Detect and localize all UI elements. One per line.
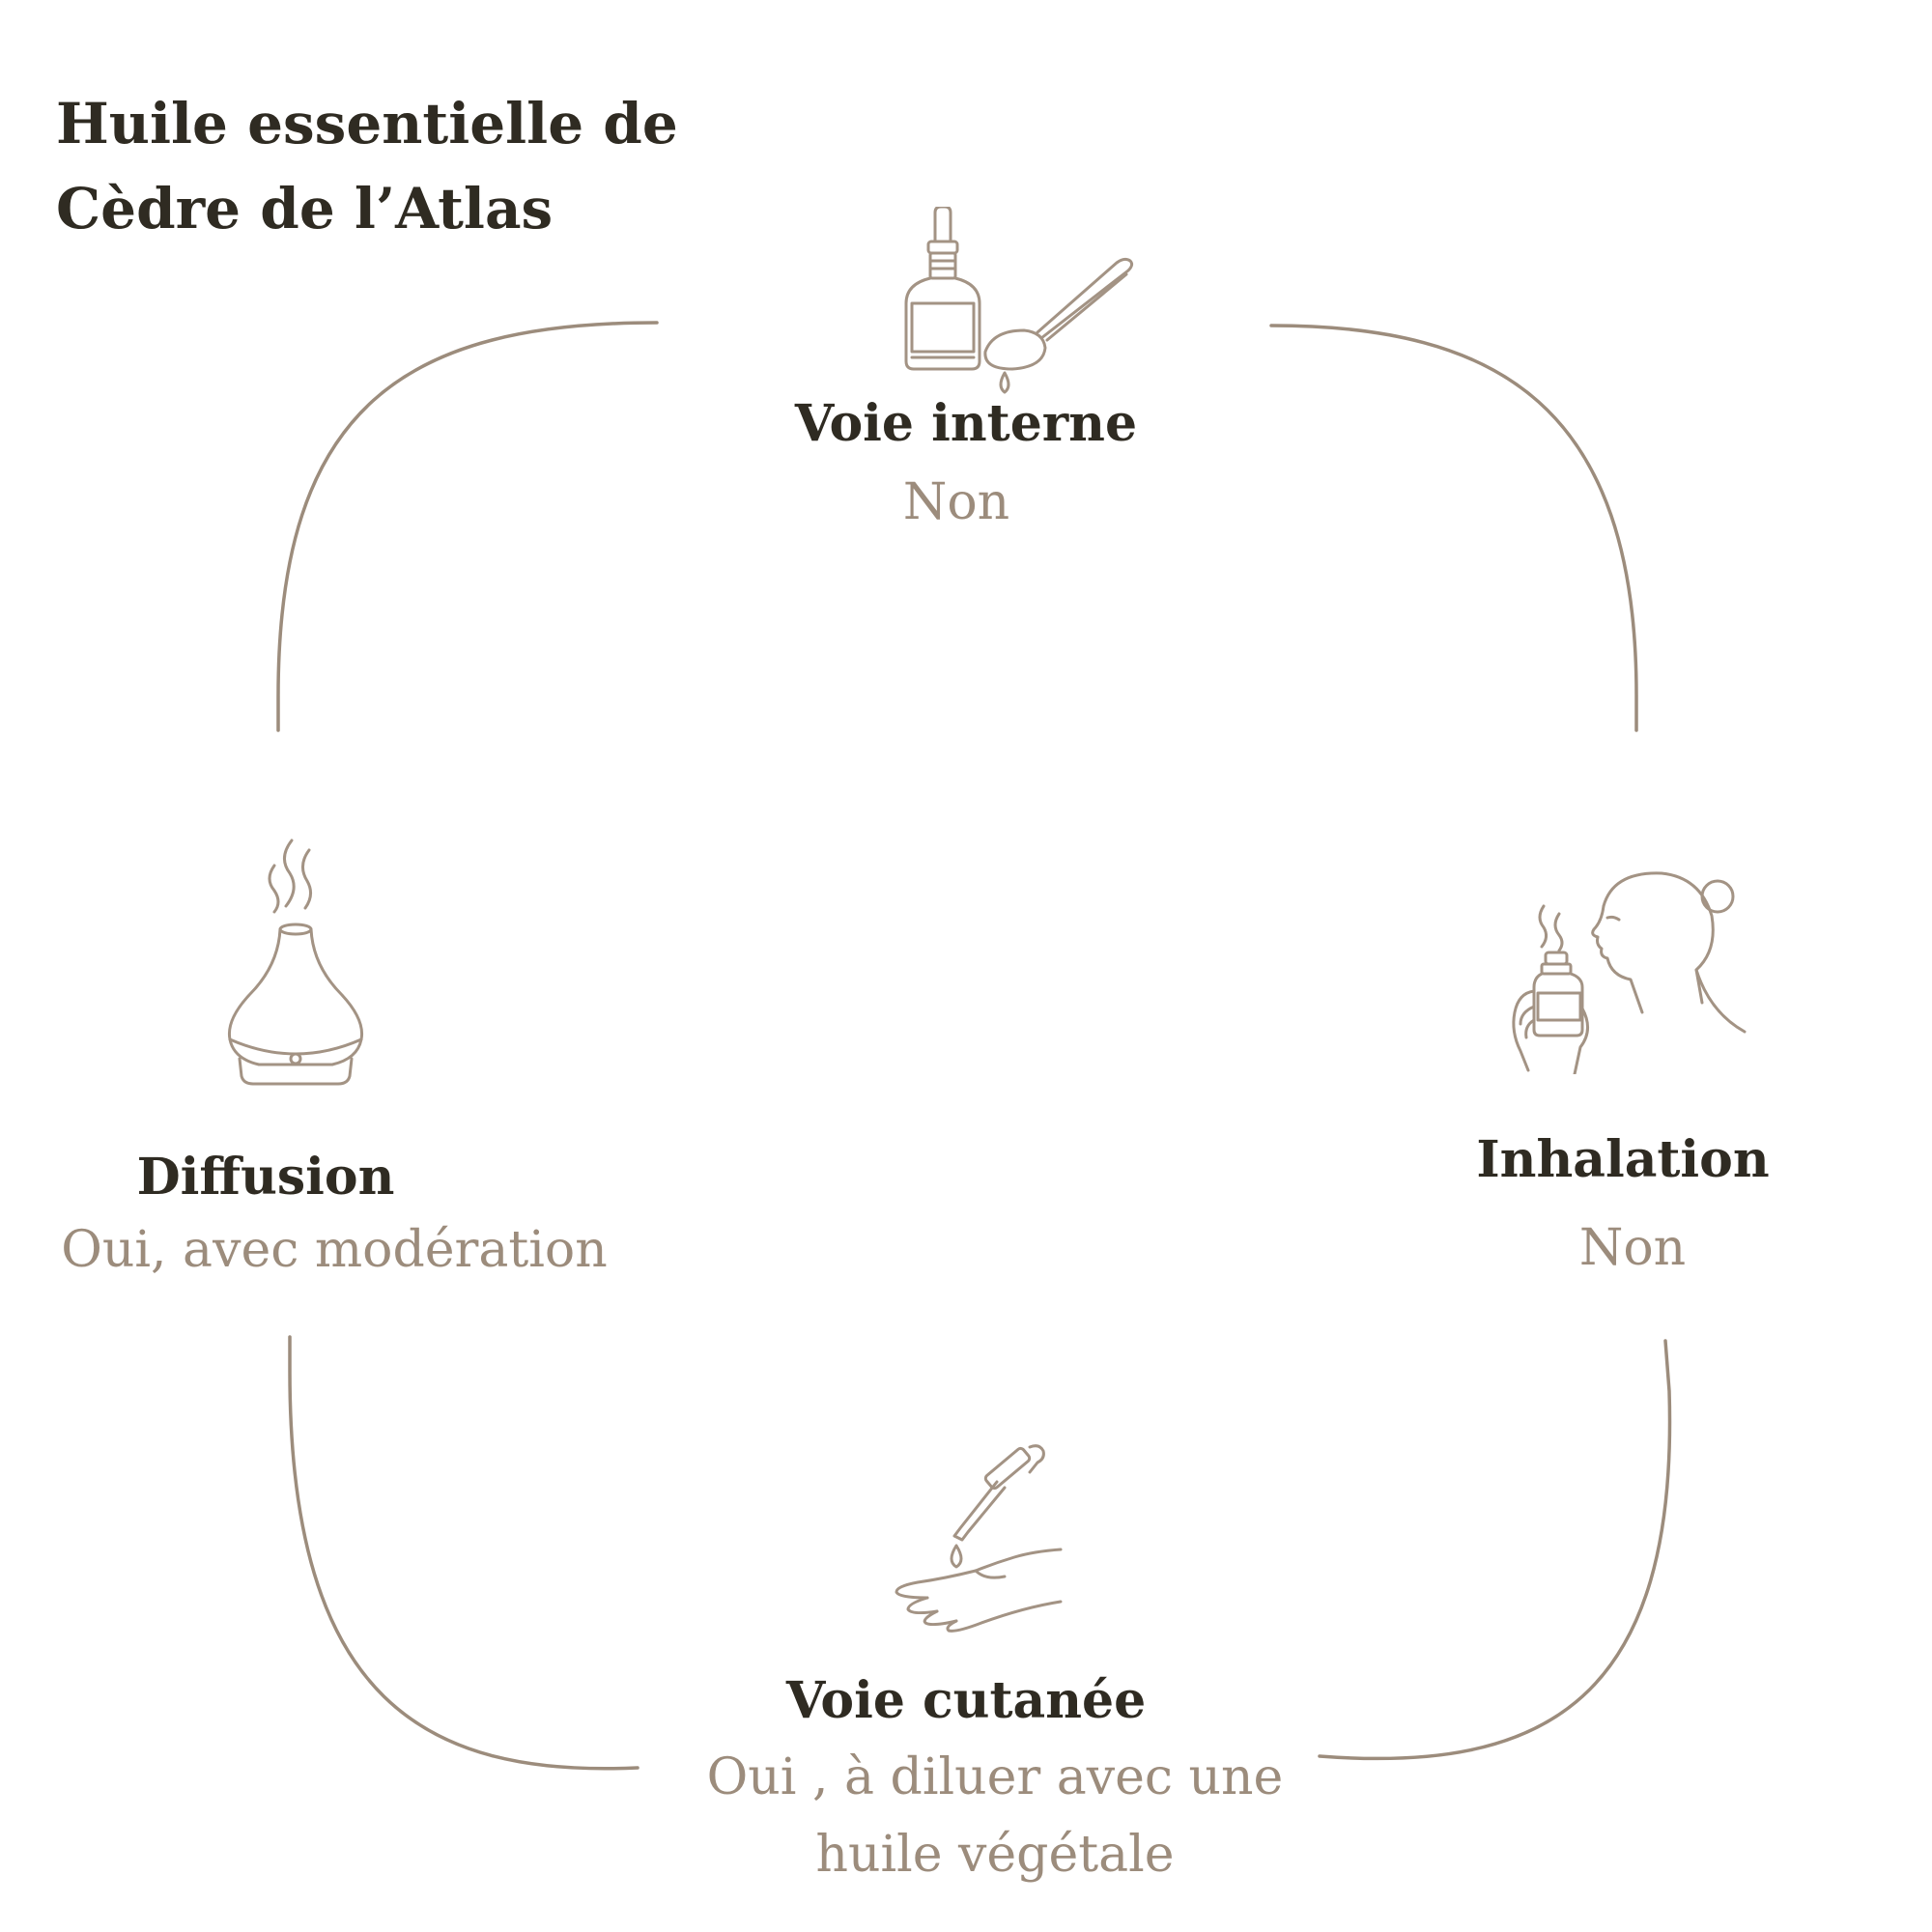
- inhalation-label: Inhalation: [1476, 1130, 1770, 1189]
- arc-top-right: [1269, 324, 1638, 732]
- diffuser-icon: [227, 838, 364, 1086]
- inhalation-value: Non: [1578, 1219, 1687, 1277]
- internal-value: Non: [902, 473, 1010, 531]
- diffusion-value: Oui, avec modération: [61, 1221, 608, 1279]
- internal-label: Voie interne: [794, 394, 1138, 453]
- page-title: Huile essentielle de Cèdre de l’Atlas: [56, 81, 678, 251]
- person-smelling-bottle-icon: [1512, 871, 1747, 1074]
- title-line-2: Cèdre de l’Atlas: [56, 176, 554, 242]
- cutaneous-value-line-2: huile végétale: [815, 1826, 1175, 1884]
- cutaneous-label: Voie cutanée: [785, 1671, 1147, 1730]
- diffusion-label: Diffusion: [136, 1148, 395, 1207]
- arc-bottom-left: [288, 1335, 639, 1771]
- arc-top-left: [276, 321, 659, 732]
- cutaneous-value: Oui , à diluer avec une huile végétale: [667, 1739, 1323, 1893]
- arc-bottom-right: [1318, 1339, 1672, 1761]
- cutaneous-value-line-1: Oui , à diluer avec une: [706, 1748, 1284, 1806]
- dropper-bottle-spoon-icon: [904, 207, 1134, 394]
- dropper-hand-icon: [895, 1444, 1063, 1633]
- title-line-1: Huile essentielle de: [56, 91, 678, 156]
